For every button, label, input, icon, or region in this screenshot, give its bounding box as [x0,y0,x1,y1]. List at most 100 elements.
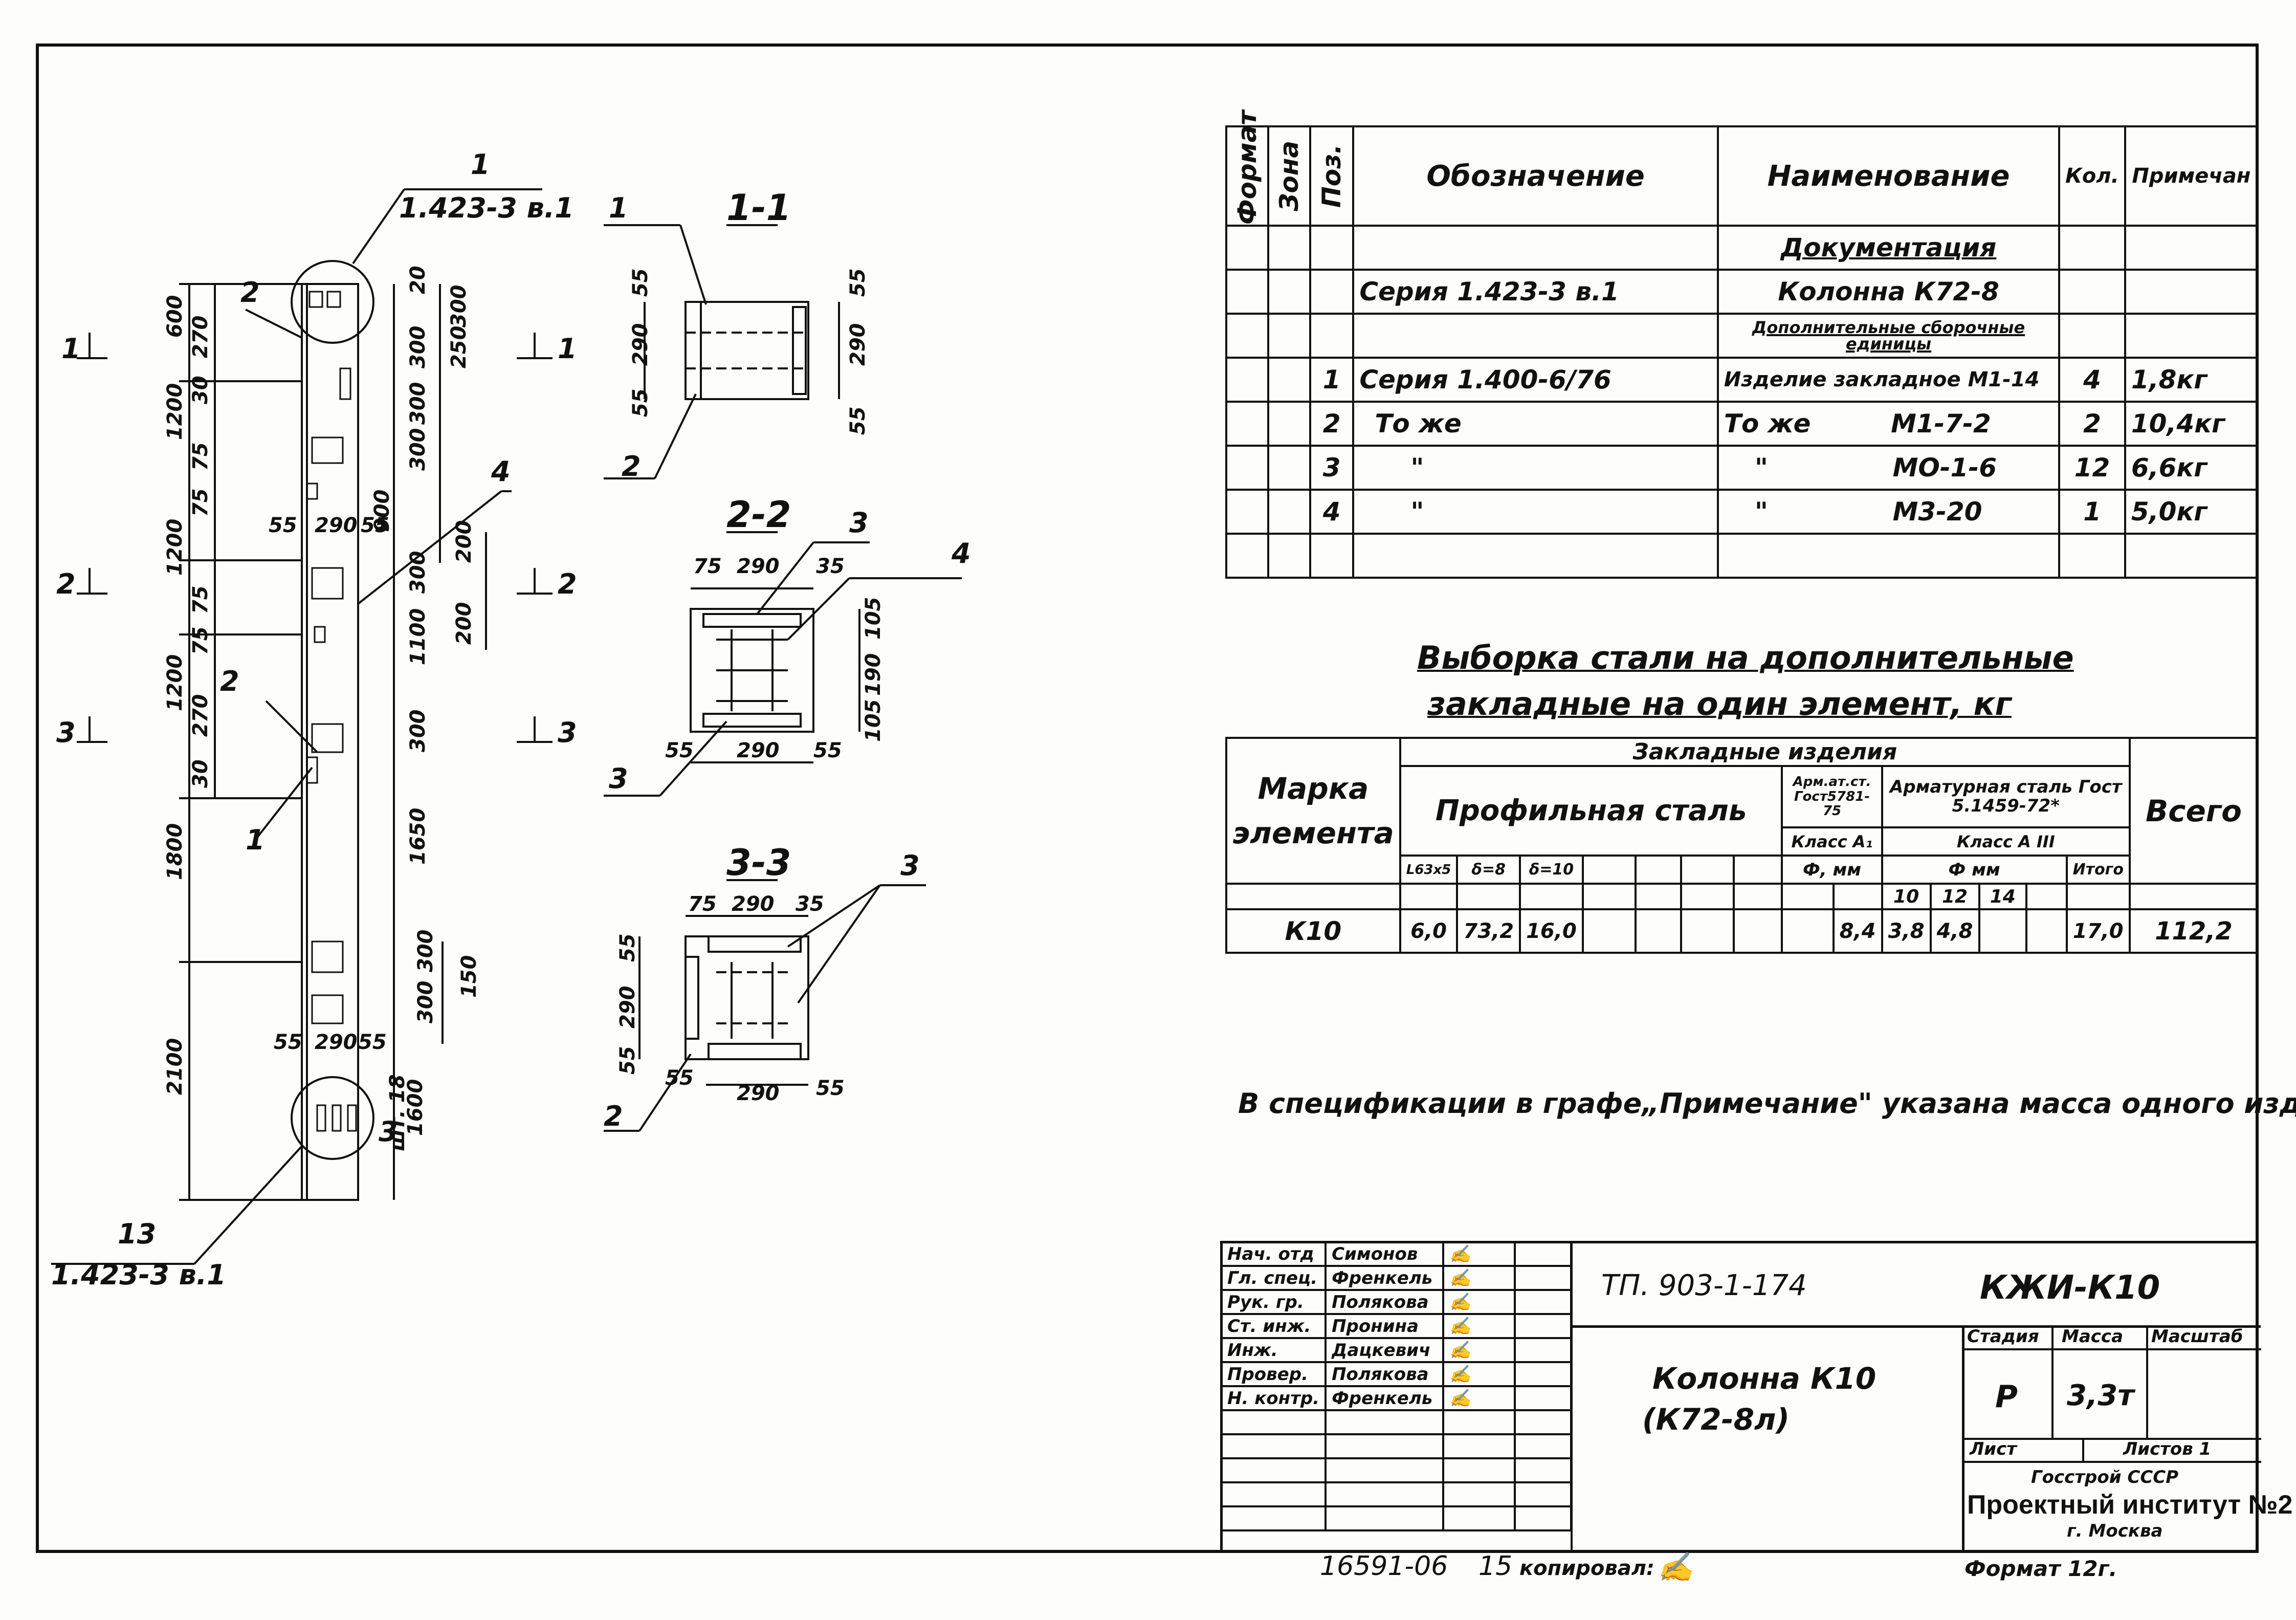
pos-label: 4 [491,455,511,488]
table-row [1225,533,2259,579]
callout-bottom-pos: 13 [118,1218,156,1250]
person: Полякова [1324,1289,1445,1315]
person: Симонов [1324,1241,1445,1267]
person: Пронина [1324,1313,1445,1339]
itogo-head: Итого [2065,855,2131,885]
signature: ✍ [1442,1241,1516,1267]
dim-right: 300 [406,326,430,369]
pos-label: 2 [240,276,260,309]
sec2-pos: 3 [849,507,869,539]
title-line-2: (К72-8л) [1642,1402,1790,1437]
dim-right: 300 [406,428,430,471]
stage-label: Стадия [1967,1326,2039,1347]
stage-value: Р [1995,1379,2018,1415]
phi-2: Ф мм [1881,855,2068,885]
cut-label-3-right: 3 [558,716,577,749]
sec2-pos: 3 [609,762,628,795]
signature: ✍ [1442,1289,1516,1315]
pos-label: 1 [246,824,265,856]
sec2-dim: 105 [862,597,885,640]
sec3-dim: 35 [796,892,824,916]
head-mark: Марка элемента [1225,737,1401,885]
dim-right: 900 [370,490,394,533]
sec2-dim: 290 [737,739,780,762]
class-1: Класс А₁ [1781,826,1883,857]
section-1-1 [604,224,840,479]
dim-right: 250 [447,326,471,369]
head-armat2: Арматурная сталь Гост 5.1459-72* [1881,765,2131,828]
dim-left: 1200 [163,519,187,576]
dim-right: 20 [406,266,430,294]
dim-left: 30 [189,376,212,404]
class-2: Класс А ІІІ [1881,826,2131,857]
col-format: Формат [1226,111,1268,226]
signature: ✍ [1442,1361,1516,1387]
sec3-dim: 55 [616,1046,639,1075]
cut-label-2-right: 2 [558,568,577,600]
sec2-dim: 75 [693,555,722,578]
col-zone: Зона [1268,126,1310,226]
signature: ✍ [1442,1337,1516,1363]
sec2-dim: 35 [816,555,845,578]
person: Френкель [1324,1265,1445,1291]
steel-table: Марка элемента Закладные изделия Всего П… [1225,737,2259,954]
table-row: К10 6,0 73,2 16,0 8,4 3,8 4,8 17,0 112,2 [1225,908,2259,954]
pos-label: 2 [220,665,239,697]
dim-left: 600 [163,295,187,338]
role: Нач. отд [1220,1241,1327,1267]
section-3-3 [604,879,926,1132]
steel-title-2: закладные на один элемент, кг [1427,685,2012,723]
bar-col: 12 [1929,883,1980,910]
steel-title-1: Выборка стали на дополнительные [1417,639,2074,676]
col-name: Наименование [1716,125,2061,227]
dim-right: 300 [406,551,430,594]
dim-left: 75 [189,626,212,655]
side-pos: 3 [379,1115,398,1148]
role: Инж. [1220,1337,1327,1363]
copier-signature: ✍ [1658,1550,1693,1584]
sec1-pos: 2 [622,450,641,483]
dim-right: 300 [406,382,430,425]
head-total: Всего [2128,737,2259,885]
scale-label: Масштаб [2151,1326,2243,1347]
dim-inner: 55 [269,514,297,537]
org-3: г. Москва [2067,1521,2163,1541]
sec3-dim: 55 [665,1066,694,1090]
dim-right: 300 [414,930,437,973]
dim-left: 1800 [163,823,187,880]
section-title-2: 2-2 [726,494,791,536]
table-row: Документация [1225,225,2259,271]
head-armat1: Арм.ат.ст. Гост5781-75 [1781,765,1883,828]
role: Ст. инж. [1220,1313,1327,1339]
left-dim-ticks [179,283,302,1201]
column-body [301,283,359,1201]
callout-top-pos: 1 [471,148,490,181]
dim-left: 75 [189,488,212,517]
dim-inner: 55 [358,1031,387,1054]
cut-label-2-left: 2 [56,568,76,600]
signature: ✍ [1442,1265,1516,1291]
sec1-dim: 290 [846,323,870,366]
dim-right: 200 [452,520,476,563]
dim-inner: 290 [315,1031,358,1054]
sec3-dim: 55 [816,1077,845,1100]
column-drawing: 1 1.423-3 в.1 13 1.423-3 в.1 1 2 3 1 2 3… [51,148,971,1291]
title-line-1: Колонна К10 [1652,1361,1876,1396]
person: Френкель [1324,1385,1445,1411]
sec1-dim: 55 [629,268,652,297]
sec3-dim: 290 [616,986,639,1029]
sec2-dim: 105 [862,699,885,742]
sec3-dim: 290 [732,892,775,916]
dim-left: 75 [189,442,212,471]
sec2-dim: 290 [737,555,780,578]
mass-label: Масса [2062,1326,2124,1347]
person: Полякова [1324,1361,1445,1387]
code-row [1571,1243,2261,1328]
section-title-3: 3-3 [726,842,791,884]
